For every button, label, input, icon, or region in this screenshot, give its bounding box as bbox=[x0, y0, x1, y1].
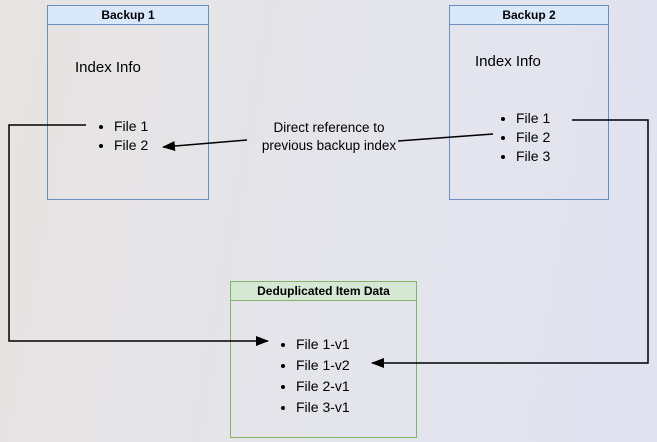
list-item: File 1-v1 bbox=[296, 334, 350, 355]
backup2-node: Backup 2 Index Info File 1 File 2 File 3 bbox=[449, 5, 609, 200]
backup2-title: Backup 2 bbox=[450, 6, 608, 25]
backup1-node: Backup 1 Index Info File 1 File 2 bbox=[47, 5, 209, 200]
list-item: File 2-v1 bbox=[296, 376, 350, 397]
direct-reference-annotation: Direct reference to previous backup inde… bbox=[229, 119, 429, 155]
dedup-file-list: File 1-v1 File 1-v2 File 2-v1 File 3-v1 bbox=[281, 334, 350, 418]
annotation-line2: previous backup index bbox=[261, 138, 397, 153]
backup2-file-list: File 1 File 2 File 3 bbox=[501, 109, 550, 166]
backup2-index-info-label: Index Info bbox=[475, 53, 541, 70]
backup1-file-list: File 1 File 2 bbox=[99, 117, 148, 155]
list-item: File 1 bbox=[114, 117, 148, 136]
backup1-title: Backup 1 bbox=[48, 6, 208, 25]
backup1-index-info-label: Index Info bbox=[75, 59, 141, 76]
annotation-line1: Direct reference to bbox=[273, 120, 385, 135]
dedup-title: Deduplicated Item Data bbox=[231, 282, 416, 301]
list-item: File 2 bbox=[114, 136, 148, 155]
list-item: File 2 bbox=[516, 128, 550, 147]
deduplicated-item-data-node: Deduplicated Item Data File 1-v1 File 1-… bbox=[230, 281, 417, 438]
list-item: File 1-v2 bbox=[296, 355, 350, 376]
list-item: File 3 bbox=[516, 147, 550, 166]
list-item: File 1 bbox=[516, 109, 550, 128]
list-item: File 3-v1 bbox=[296, 397, 350, 418]
